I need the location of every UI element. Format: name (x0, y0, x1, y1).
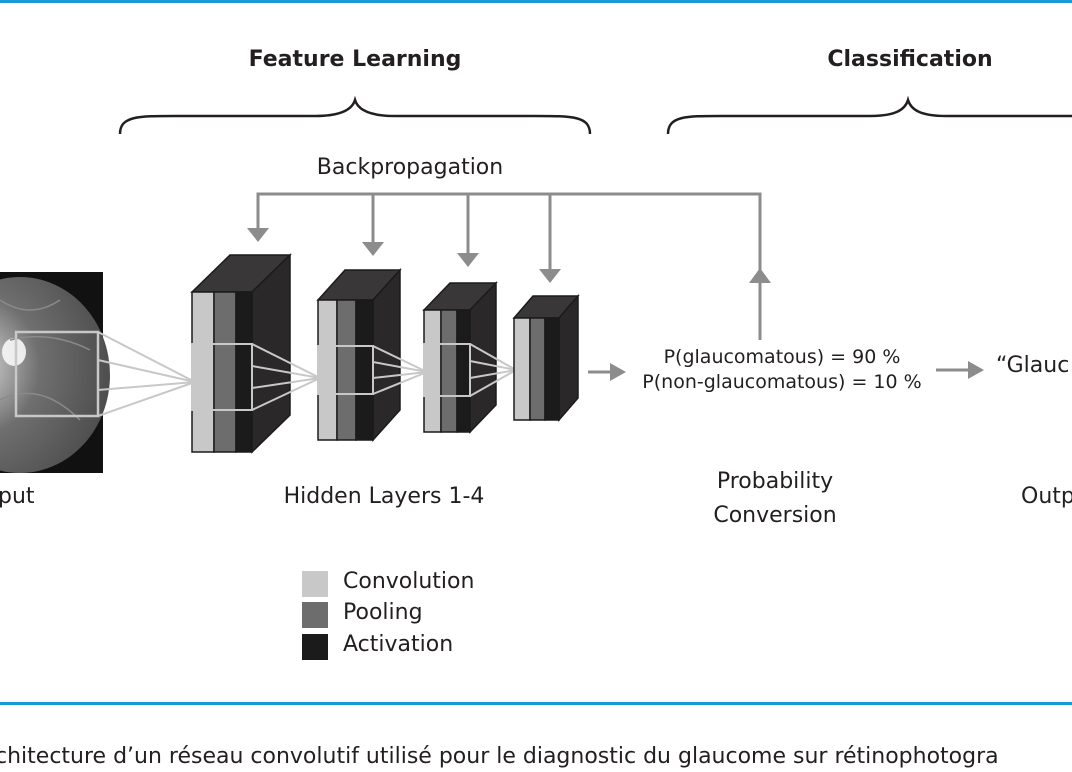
legend-label-convolution: Convolution (343, 569, 475, 594)
probability-conversion-label-line1: Probability (716, 469, 834, 494)
hidden-layer-1 (190, 253, 292, 454)
fundus-input-image (0, 272, 110, 473)
figure-caption: chitecture d’un réseau convolutif utilis… (0, 744, 999, 769)
layer3-receptive-lines (469, 343, 517, 397)
classification-brace (666, 95, 1072, 135)
output-label: Outp (1021, 484, 1072, 509)
hidden-layer-2 (316, 268, 402, 442)
hidden-layer-3 (422, 281, 498, 434)
input-label: put (0, 484, 35, 509)
convolution-swatch (302, 571, 328, 597)
bottom-rule (0, 702, 1072, 705)
input-receptive-lines (97, 331, 196, 417)
feature-learning-title: Feature Learning (248, 47, 462, 72)
forward-arrow-to-probability (588, 363, 626, 381)
hidden-layers-label: Hidden Layers 1-4 (283, 484, 485, 509)
pooling-swatch (302, 602, 328, 628)
layer2-receptive-lines (372, 345, 428, 395)
probability-conversion-label-line2: Conversion (713, 503, 837, 528)
backpropagation-arrowheads (247, 228, 771, 283)
layer1-receptive-lines (251, 343, 321, 411)
output-value: “Glauc (996, 353, 1070, 378)
probability-non-glaucomatous: P(non-glaucomatous) = 10 % (642, 371, 922, 393)
classification-title: Classification (827, 47, 993, 72)
activation-swatch (302, 634, 328, 660)
forward-arrow-to-output (936, 361, 984, 379)
probability-glaucomatous: P(glaucomatous) = 90 % (663, 346, 901, 368)
feature-learning-brace (118, 95, 592, 135)
legend-label-activation: Activation (343, 632, 454, 657)
legend-label-pooling: Pooling (343, 600, 423, 625)
hidden-layer-4 (512, 293, 580, 423)
backpropagation-arrows (256, 192, 762, 340)
backpropagation-label: Backpropagation (316, 155, 504, 180)
top-rule (0, 0, 1072, 3)
